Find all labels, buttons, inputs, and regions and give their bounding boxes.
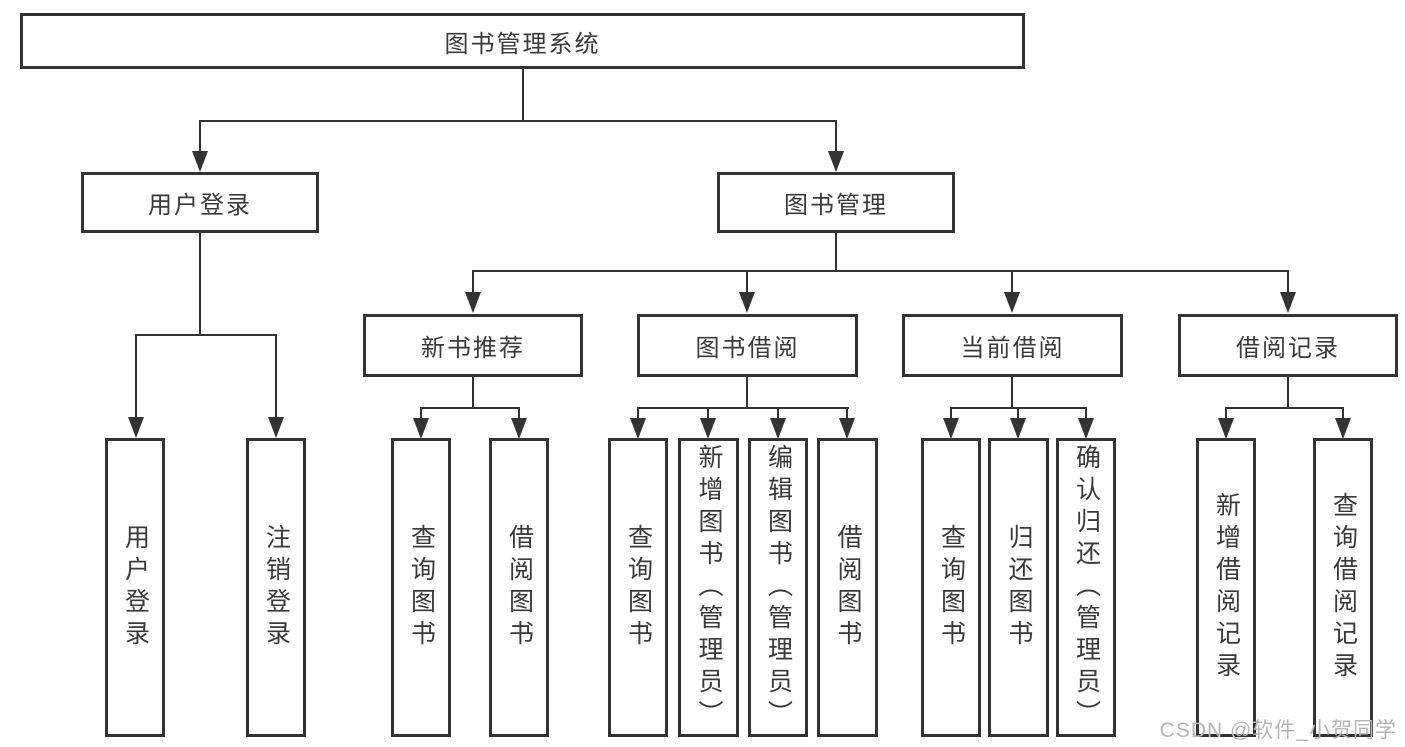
leaf-add-books-admin: 新增图书（管理员） xyxy=(678,438,739,737)
connector-borrow-split xyxy=(637,407,849,409)
connector-stub xyxy=(777,407,779,419)
leaf-query-books-recommend: 查询图书 xyxy=(391,438,451,737)
arrowhead-leaf xyxy=(413,418,429,439)
arrowhead-records xyxy=(1280,292,1296,313)
connector-current-down xyxy=(1011,377,1013,409)
arrowhead-leaf xyxy=(630,418,646,439)
connector-stub xyxy=(1225,407,1227,419)
csdn-watermark: CSDN @软件_小贺同学 xyxy=(1159,719,1397,742)
arrowhead-leaf xyxy=(770,418,786,439)
arrowhead-new-rec xyxy=(465,292,481,313)
leaf-return-books: 归还图书 xyxy=(988,438,1049,737)
arrowhead-leaf xyxy=(943,418,959,439)
arrowhead-leaf-logout xyxy=(268,417,284,438)
connector-to-new-rec xyxy=(472,270,474,294)
connector-user-login-split xyxy=(135,334,277,336)
arrowhead-leaf xyxy=(839,418,855,439)
connector-book-mgmt-split xyxy=(472,270,1289,272)
connector-user-login-down xyxy=(199,233,201,336)
arrowhead-leaf xyxy=(1218,418,1234,439)
connector-new-rec-down xyxy=(472,377,474,409)
arrowhead-leaf xyxy=(1078,418,1094,439)
connector-root-down xyxy=(522,69,524,122)
arrowhead-current xyxy=(1004,292,1020,313)
node-borrow-records: 借阅记录 xyxy=(1178,314,1398,377)
arrowhead-leaf-login xyxy=(128,417,144,438)
leaf-edit-books-admin: 编辑图书（管理员） xyxy=(748,438,808,737)
connector-root-split xyxy=(199,120,837,122)
connector-stub xyxy=(1342,407,1344,419)
connector-to-book-mgmt xyxy=(835,120,837,153)
leaf-borrow-books: 借阅图书 xyxy=(817,438,878,737)
arrowhead-book-mgmt xyxy=(828,151,844,172)
node-new-book-recommend: 新书推荐 xyxy=(363,314,583,377)
connector-new-rec-split xyxy=(420,407,520,409)
node-user-login: 用户登录 xyxy=(81,172,319,233)
connector-to-current xyxy=(1011,270,1013,294)
connector-records-split xyxy=(1225,407,1344,409)
node-current-borrow: 当前借阅 xyxy=(902,314,1123,377)
connector-to-user-login xyxy=(199,120,201,153)
connector-to-leaf-login xyxy=(135,334,137,418)
leaf-borrow-books-recommend: 借阅图书 xyxy=(489,438,549,737)
leaf-user-login: 用户登录 xyxy=(105,438,165,737)
leaf-logout: 注销登录 xyxy=(246,438,306,737)
connector-to-records xyxy=(1287,270,1289,294)
leaf-query-borrow-record: 查询借阅记录 xyxy=(1313,438,1373,737)
arrowhead-leaf xyxy=(700,418,716,439)
leaf-query-books-current: 查询图书 xyxy=(921,438,981,737)
node-book-management: 图书管理 xyxy=(717,172,955,233)
connector-to-borrow xyxy=(746,270,748,294)
connector-stub xyxy=(1017,407,1019,419)
connector-stub xyxy=(518,407,520,419)
connector-stub xyxy=(846,407,848,419)
node-book-borrow: 图书借阅 xyxy=(637,314,858,377)
connector-borrow-down xyxy=(746,377,748,409)
arrowhead-leaf xyxy=(1010,418,1026,439)
connector-stub xyxy=(950,407,952,419)
connector-book-mgmt-down xyxy=(835,233,837,272)
arrowhead-user-login xyxy=(192,151,208,172)
connector-records-down xyxy=(1287,377,1289,409)
connector-to-leaf-logout xyxy=(275,334,277,418)
connector-stub xyxy=(707,407,709,419)
connector-stub xyxy=(637,407,639,419)
connector-stub xyxy=(420,407,422,419)
leaf-add-borrow-record: 新增借阅记录 xyxy=(1196,438,1256,737)
leaf-query-books-borrow: 查询图书 xyxy=(608,438,668,737)
node-root: 图书管理系统 xyxy=(20,13,1025,69)
leaf-confirm-return-admin: 确认归还（管理员） xyxy=(1056,438,1116,737)
arrowhead-borrow xyxy=(739,292,755,313)
arrowhead-leaf xyxy=(511,418,527,439)
arrowhead-leaf xyxy=(1335,418,1351,439)
connector-stub xyxy=(1085,407,1087,419)
